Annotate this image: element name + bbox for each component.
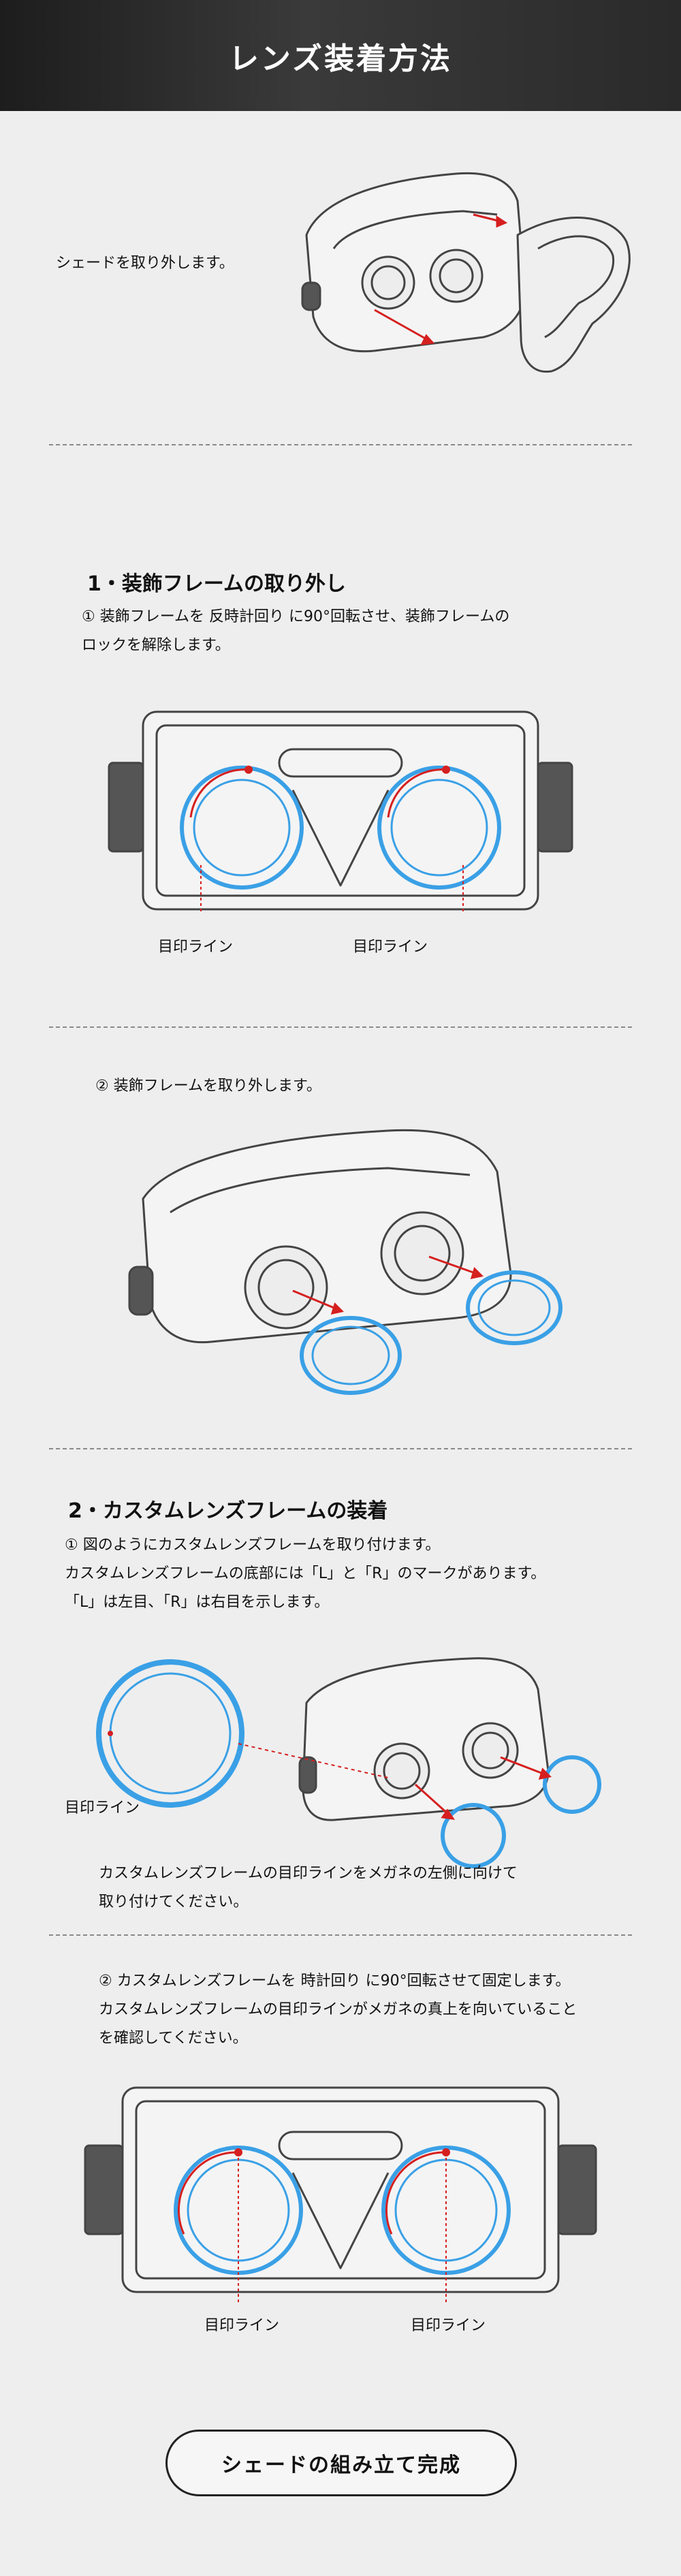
section-divider-4	[49, 1934, 632, 1936]
shade-assembly-complete-button[interactable]: シェードの組み立て完成	[165, 2430, 517, 2496]
section2-mark: 目印ライン	[65, 1800, 140, 1817]
section1-step1-line2: ロックを解除します。	[82, 637, 230, 654]
section2-step1-line1: ① 図のようにカスタムレンズフレームを取り付けます。	[65, 1537, 441, 1554]
section-divider-3	[49, 1448, 632, 1449]
frame-removal-illustration	[128, 1129, 563, 1395]
section2-note-line2: 取り付けてください。	[99, 1894, 249, 1911]
frame-rotate-illustration	[108, 710, 573, 913]
section2-note-line1: カスタムレンズフレームの目印ラインをメガネの左側に向けて	[99, 1865, 518, 1882]
frame-lock-illustration	[84, 2086, 597, 2302]
section-divider-1	[49, 444, 632, 445]
section1-mark-left: 目印ライン	[158, 939, 234, 956]
section1-mark-right: 目印ライン	[353, 939, 428, 956]
section1-step2: ② 装飾フレームを取り外します。	[95, 1078, 321, 1095]
custom-frame-install-illustration	[96, 1657, 601, 1868]
section-divider-2	[49, 1026, 632, 1028]
page-title: レンズ装着方法	[228, 41, 453, 76]
section2-step2-line2: カスタムレンズフレームの目印ラインがメガネの真上を向いていること	[99, 2001, 577, 2018]
section2-step1-line3: 「L」は左目、「R」は右目を示します。	[65, 1594, 330, 1611]
section1-heading: 1・装飾フレームの取り外し	[87, 572, 346, 596]
section2-mark-right: 目印ライン	[411, 2317, 486, 2334]
section2-step1-line2: カスタムレンズフレームの底部には「L」と「R」のマークがあります。	[65, 1565, 546, 1582]
section1-step1-line1: ① 装飾フレームを 反時計回り に90°回転させ、装飾フレームの	[82, 608, 510, 625]
page-header: レンズ装着方法	[0, 0, 681, 111]
shade-removal-illustration	[301, 172, 631, 373]
section2-mark-left: 目印ライン	[204, 2317, 280, 2334]
section2-step2-line3: を確認してください。	[99, 2030, 248, 2047]
section2-step2-line1: ② カスタムレンズフレームを 時計回り に90°回転させて固定します。	[99, 1973, 571, 1990]
intro-text: シェードを取り外します。	[56, 255, 234, 272]
section2-heading: 2・カスタムレンズフレームの装着	[68, 1499, 388, 1523]
